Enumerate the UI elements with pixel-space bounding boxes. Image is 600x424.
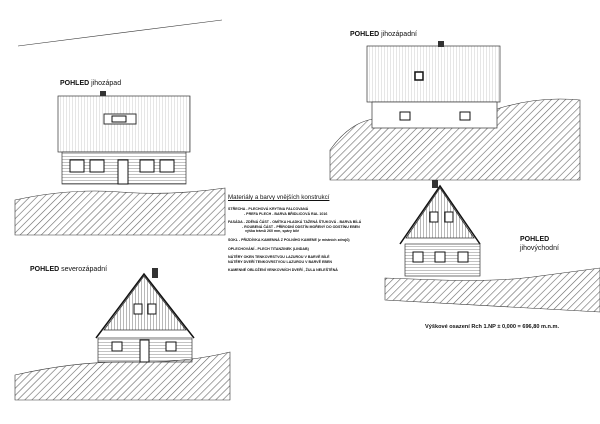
- view-label-jihozapadni: POHLED jihozápadní: [350, 31, 417, 38]
- material-item: SOKL - PŘIZDÍVKA KAMENNÁ Z POLNÍHO KAMEN…: [228, 237, 350, 242]
- material-item: OPLECHOVÁNÍ - PLECH TITANZINEK (LINDAB): [228, 246, 309, 251]
- view-jihozapadni: [329, 41, 581, 181]
- view-jihovychodni: [384, 180, 600, 313]
- materials-title: Materiály a barvy vnějších konstrukcí: [228, 194, 330, 201]
- material-item: NÁTĚRY OKEN TENKOVRSTVOU LAZUROU V BARVĚ…: [228, 255, 332, 264]
- material-item: FASÁDA - ZDĚNÁ ČÁST - OMÍTKA HLADKÁ TAŽE…: [228, 220, 362, 234]
- reference-line: [17, 19, 223, 47]
- view-severozapadni: [14, 268, 231, 401]
- view-label-jihozapad: POHLED jihozápad: [60, 80, 122, 87]
- view-jihozapad: [14, 91, 226, 236]
- materials-legend: Materiály a barvy vnějších konstrukcí ST…: [228, 194, 418, 277]
- material-item: KAMENNÉ OBLOŽENÍ VENKOVNÍCH DVEŘÍ , ŽULA…: [228, 268, 338, 273]
- material-item: STŘECHA - PLECHOVÁ KRYTINA FALCOVANÁ - P…: [228, 207, 328, 216]
- elevation-note: Výškové osazení Rch 1.NP ± 0,000 = 696,8…: [425, 324, 560, 330]
- view-label-severozapadni: POHLED severozápadní: [30, 266, 108, 273]
